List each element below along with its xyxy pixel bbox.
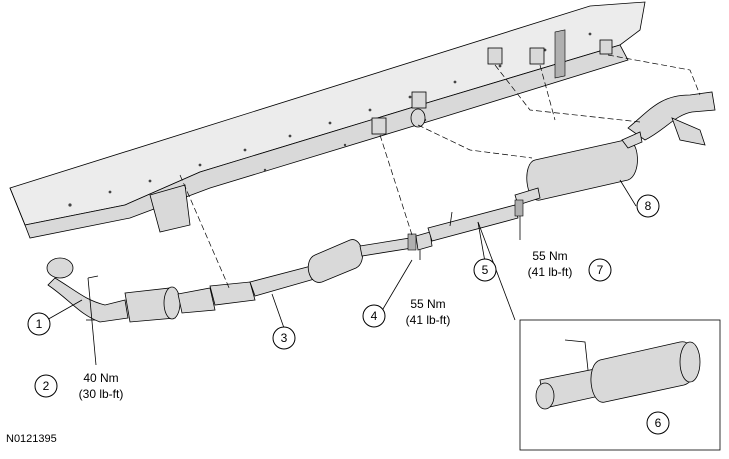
torque-nm-4: 55 Nm: [410, 297, 445, 311]
svg-text:1: 1: [36, 317, 43, 331]
svg-text:4: 4: [371, 309, 378, 323]
torque-lbft-2: (30 lb-ft): [79, 387, 124, 401]
callout-8: 8: [636, 194, 660, 218]
torque-nm-7: 55 Nm: [532, 249, 567, 263]
intermediate-pipe: [249, 231, 433, 297]
inset-detail: [477, 221, 721, 451]
callout-2: 2 40 Nm (30 lb-ft): [34, 371, 124, 401]
torque-nm-2: 40 Nm: [83, 371, 118, 385]
rear-muffler: [514, 29, 643, 206]
rear-pipe: [427, 199, 524, 242]
frame-rail: [9, 1, 646, 239]
hanger-guide-lines: [179, 54, 701, 291]
svg-text:8: 8: [645, 199, 652, 213]
svg-text:2: 2: [43, 379, 50, 393]
callout-1: 1: [27, 312, 51, 336]
tailpipe: [627, 91, 716, 146]
callout-7: 7 55 Nm (41 lb-ft): [528, 249, 612, 282]
svg-text:7: 7: [597, 263, 604, 277]
callout-6: 6: [646, 411, 670, 435]
callout-3: 3: [272, 326, 296, 350]
figure-id: N0121395: [6, 433, 57, 445]
svg-text:3: 3: [281, 331, 288, 345]
callout-4: 4 55 Nm (41 lb-ft): [362, 297, 451, 328]
torque-lbft-4: (41 lb-ft): [406, 313, 451, 327]
front-pipe: [46, 257, 256, 323]
svg-text:5: 5: [482, 263, 489, 277]
callout-5: 5: [473, 258, 497, 282]
callout-leaders: [44, 179, 637, 366]
torque-lbft-7: (41 lb-ft): [528, 265, 573, 279]
svg-text:6: 6: [655, 416, 662, 430]
